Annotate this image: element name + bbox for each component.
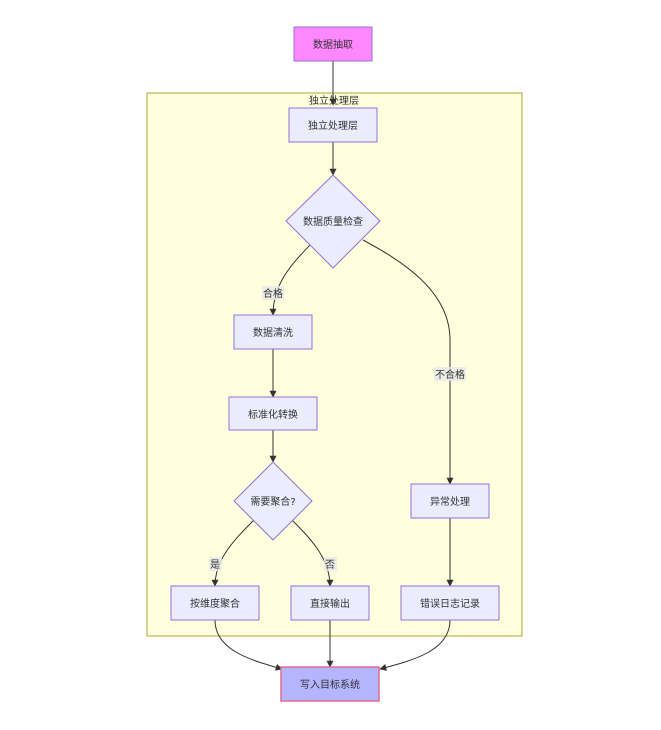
edge-errlog-target bbox=[379, 619, 451, 671]
node-write-target-label: 写入目标系统 bbox=[300, 678, 360, 691]
node-standardize[interactable]: 标准化转换 bbox=[228, 396, 318, 431]
node-clean-label: 数据清洗 bbox=[253, 326, 293, 339]
node-error-log-label: 错误日志记录 bbox=[420, 597, 480, 610]
node-layer-label: 独立处理层 bbox=[308, 119, 358, 132]
edge-bydim-target bbox=[214, 619, 283, 671]
node-exception-label: 异常处理 bbox=[430, 495, 470, 508]
node-quality-check[interactable]: 数据质量检查 bbox=[285, 174, 381, 269]
edge-labels: 合格 不合格 是 否 bbox=[209, 286, 466, 571]
node-error-log[interactable]: 错误日志记录 bbox=[400, 585, 500, 621]
edge-quality-exception bbox=[362, 239, 454, 485]
node-clean[interactable]: 数据清洗 bbox=[233, 314, 313, 350]
cluster-title: 独立处理层 bbox=[309, 94, 359, 107]
node-aggregate-by-dimension-label: 按维度聚合 bbox=[190, 597, 240, 610]
edge-quality-clean bbox=[269, 243, 312, 316]
node-direct-output-label: 直接输出 bbox=[310, 597, 350, 610]
node-extract[interactable]: 数据抽取 bbox=[293, 26, 373, 62]
edge-label-no: 否 bbox=[325, 559, 335, 571]
edge-label-yes: 是 bbox=[210, 559, 220, 571]
node-exception[interactable]: 异常处理 bbox=[410, 483, 490, 519]
cluster-processing-layer: 独立处理层 bbox=[146, 92, 523, 637]
node-aggregate-by-dimension[interactable]: 按维度聚合 bbox=[170, 585, 260, 621]
node-direct-output[interactable]: 直接输出 bbox=[290, 585, 370, 621]
edge-label-pass: 合格 bbox=[263, 287, 283, 300]
edge-aggregate-direct bbox=[289, 517, 334, 587]
node-aggregate-decision-label: 需要聚合? bbox=[250, 495, 295, 508]
node-extract-label: 数据抽取 bbox=[313, 38, 353, 51]
edges bbox=[211, 61, 454, 671]
node-layer[interactable]: 独立处理层 bbox=[288, 107, 378, 143]
node-standardize-label: 标准化转换 bbox=[248, 408, 298, 421]
node-quality-check-label: 数据质量检查 bbox=[303, 215, 363, 228]
edge-aggregate-bydim bbox=[211, 517, 257, 587]
node-write-target[interactable]: 写入目标系统 bbox=[280, 666, 380, 702]
node-aggregate-decision[interactable]: 需要聚合? bbox=[233, 461, 313, 541]
edge-label-fail: 不合格 bbox=[435, 368, 465, 381]
